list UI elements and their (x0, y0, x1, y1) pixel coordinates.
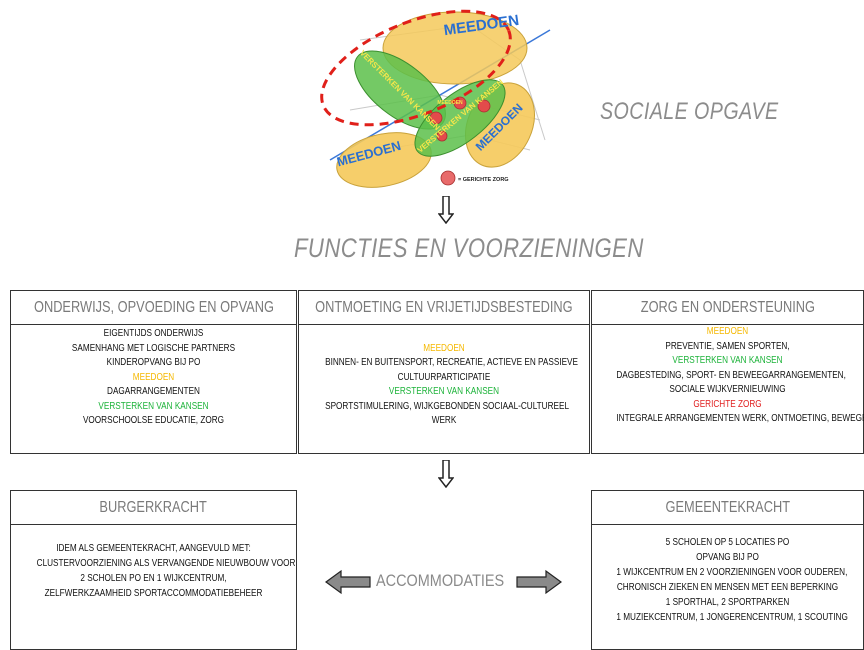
panel-line: BINNEN- EN BUITENSPORT, RECREATIE, ACTIE… (325, 357, 578, 368)
arrow-right-icon (516, 569, 562, 595)
accommodaties-label: ACCOMMODATIES (376, 571, 505, 590)
panel-line: 1 WIJKCENTRUM EN 2 VOORZIENINGEN VOOR OU… (616, 567, 848, 578)
panel-line: VERSTERKEN VAN KANSEN (98, 400, 209, 412)
panel-line: KINDEROPVANG BIJ PO (106, 357, 201, 368)
panel-line: MEEDOEN (706, 326, 749, 337)
panel-line: DAGARRANGEMENTEN (107, 386, 200, 397)
panel-onderwijs: ONDERWIJS, OPVOEDING EN OPVANG EIGENTIJD… (10, 290, 297, 454)
panel-line: ZELFWERKZAAMHEID SPORTACCOMMODATIEBEHEER (44, 588, 263, 599)
panel-line: 1 MUZIEKCENTRUM, 1 JONGERENCENTRUM, 1 SC… (616, 612, 848, 623)
panel-line: 1 SPORTHAL, 2 SPORTPARKEN (665, 597, 790, 608)
panel-line: VOORSCHOOLSE EDUCATIE, ZORG (82, 415, 225, 426)
panel-title: BURGERKRACHT (99, 498, 208, 516)
sociale-opgave-heading: SOCIALE OPGAVE (600, 98, 779, 125)
panel-burgerkracht: BURGERKRACHT IDEM ALS GEMEENTEKRACHT, AA… (10, 490, 297, 650)
panel-line: INTEGRALE ARRANGEMENTEN WERK, ONTMOETING… (616, 413, 864, 424)
functies-heading: FUNCTIES EN VOORZIENINGEN (294, 233, 644, 263)
panel-body: EIGENTIJDS ONDERWIJS SAMENHANG MET LOGISC… (11, 325, 296, 429)
panel-title: ONTMOETING EN VRIJETIJDSBESTEDING (315, 298, 573, 316)
panel-title: GEMEENTEKRACHT (665, 498, 790, 516)
panel-line: EIGENTIJDS ONDERWIJS (103, 328, 204, 339)
panel-body: IDEM ALS GEMEENTEKRACHT, AANGEVULD MET: C… (11, 525, 296, 601)
panel-line: IDEM ALS GEMEENTEKRACHT, AANGEVULD MET: (56, 543, 251, 554)
arrow-down-icon (438, 196, 454, 224)
panel-ontmoeting: ONTMOETING EN VRIJETIJDSBESTEDING MEEDOE… (298, 290, 590, 454)
red-dot (436, 130, 448, 142)
panel-zorg: ZORG EN ONDERSTEUNING MEEDOEN PREVENTIE, … (591, 290, 864, 454)
panel-line: CLUSTERVOORZIENING ALS VERVANGENDE NIEUW… (36, 558, 296, 569)
panel-line: VERSTERKEN VAN KANSEN (388, 386, 500, 397)
panel-line: DAGBESTEDING, SPORT- EN BEWEEGARRANGEMEN… (616, 369, 846, 381)
panel-line: SOCIALE WIJKVERNIEUWING (669, 384, 786, 395)
legend-red-dot (440, 170, 456, 186)
panel-line: OPVANG BIJ PO (696, 552, 759, 563)
panel-line (325, 327, 563, 342)
panel-line: 5 SCHOLEN OP 5 LOCATIES PO (665, 537, 790, 548)
panel-title: ONDERWIJS, OPVOEDING EN OPVANG (33, 298, 274, 316)
panel-title: ZORG EN ONDERSTEUNING (640, 298, 815, 316)
red-dashed-outline (320, 9, 512, 127)
panel-line: CHRONISCH ZIEKEN EN MENSEN MET EEN BEPER… (616, 582, 839, 593)
panel-line: WERK (431, 415, 457, 426)
panel-body: 5 SCHOLEN OP 5 LOCATIES PO OPVANG BIJ PO 1… (592, 525, 863, 625)
panel-line: PREVENTIE, SAMEN SPORTEN, (665, 340, 790, 352)
panel-line: SPORTSTIMULERING, WIJKGEBONDEN SOCIAAL-C… (325, 400, 570, 412)
arrow-left-icon (325, 569, 371, 595)
panel-body: MEEDOEN PREVENTIE, SAMEN SPORTEN, VERSTERK… (592, 325, 864, 427)
panel-line: MEEDOEN (132, 371, 175, 383)
panel-gemeentekracht: GEMEENTEKRACHT 5 SCHOLEN OP 5 LOCATIES P… (591, 490, 864, 650)
panel-line: CULTUURPARTICIPATIE (397, 371, 491, 383)
panel-line: VERSTERKEN VAN KANSEN (672, 355, 783, 366)
panel-line: GERICHTE ZORG (693, 398, 762, 410)
label-small-center: MEEDOEN (437, 100, 463, 106)
red-dot (429, 111, 443, 125)
arrow-down-icon (438, 460, 454, 488)
panel-body: MEEDOEN BINNEN- EN BUITENSPORT, RECREATIE… (299, 325, 589, 429)
panel-line: SAMENHANG MET LOGISCHE PARTNERS (71, 342, 236, 354)
panel-line: 2 SCHOLEN PO EN 1 WIJKCENTRUM, (80, 573, 227, 584)
red-dot (477, 99, 491, 113)
legend-text: = GERICHTE ZORG (458, 177, 509, 183)
sociale-opgave-diagram: MEEDOEN VERSTERKEN VAN KANSEN VERSTERKEN… (320, 9, 551, 188)
panel-line: MEEDOEN (423, 342, 465, 354)
